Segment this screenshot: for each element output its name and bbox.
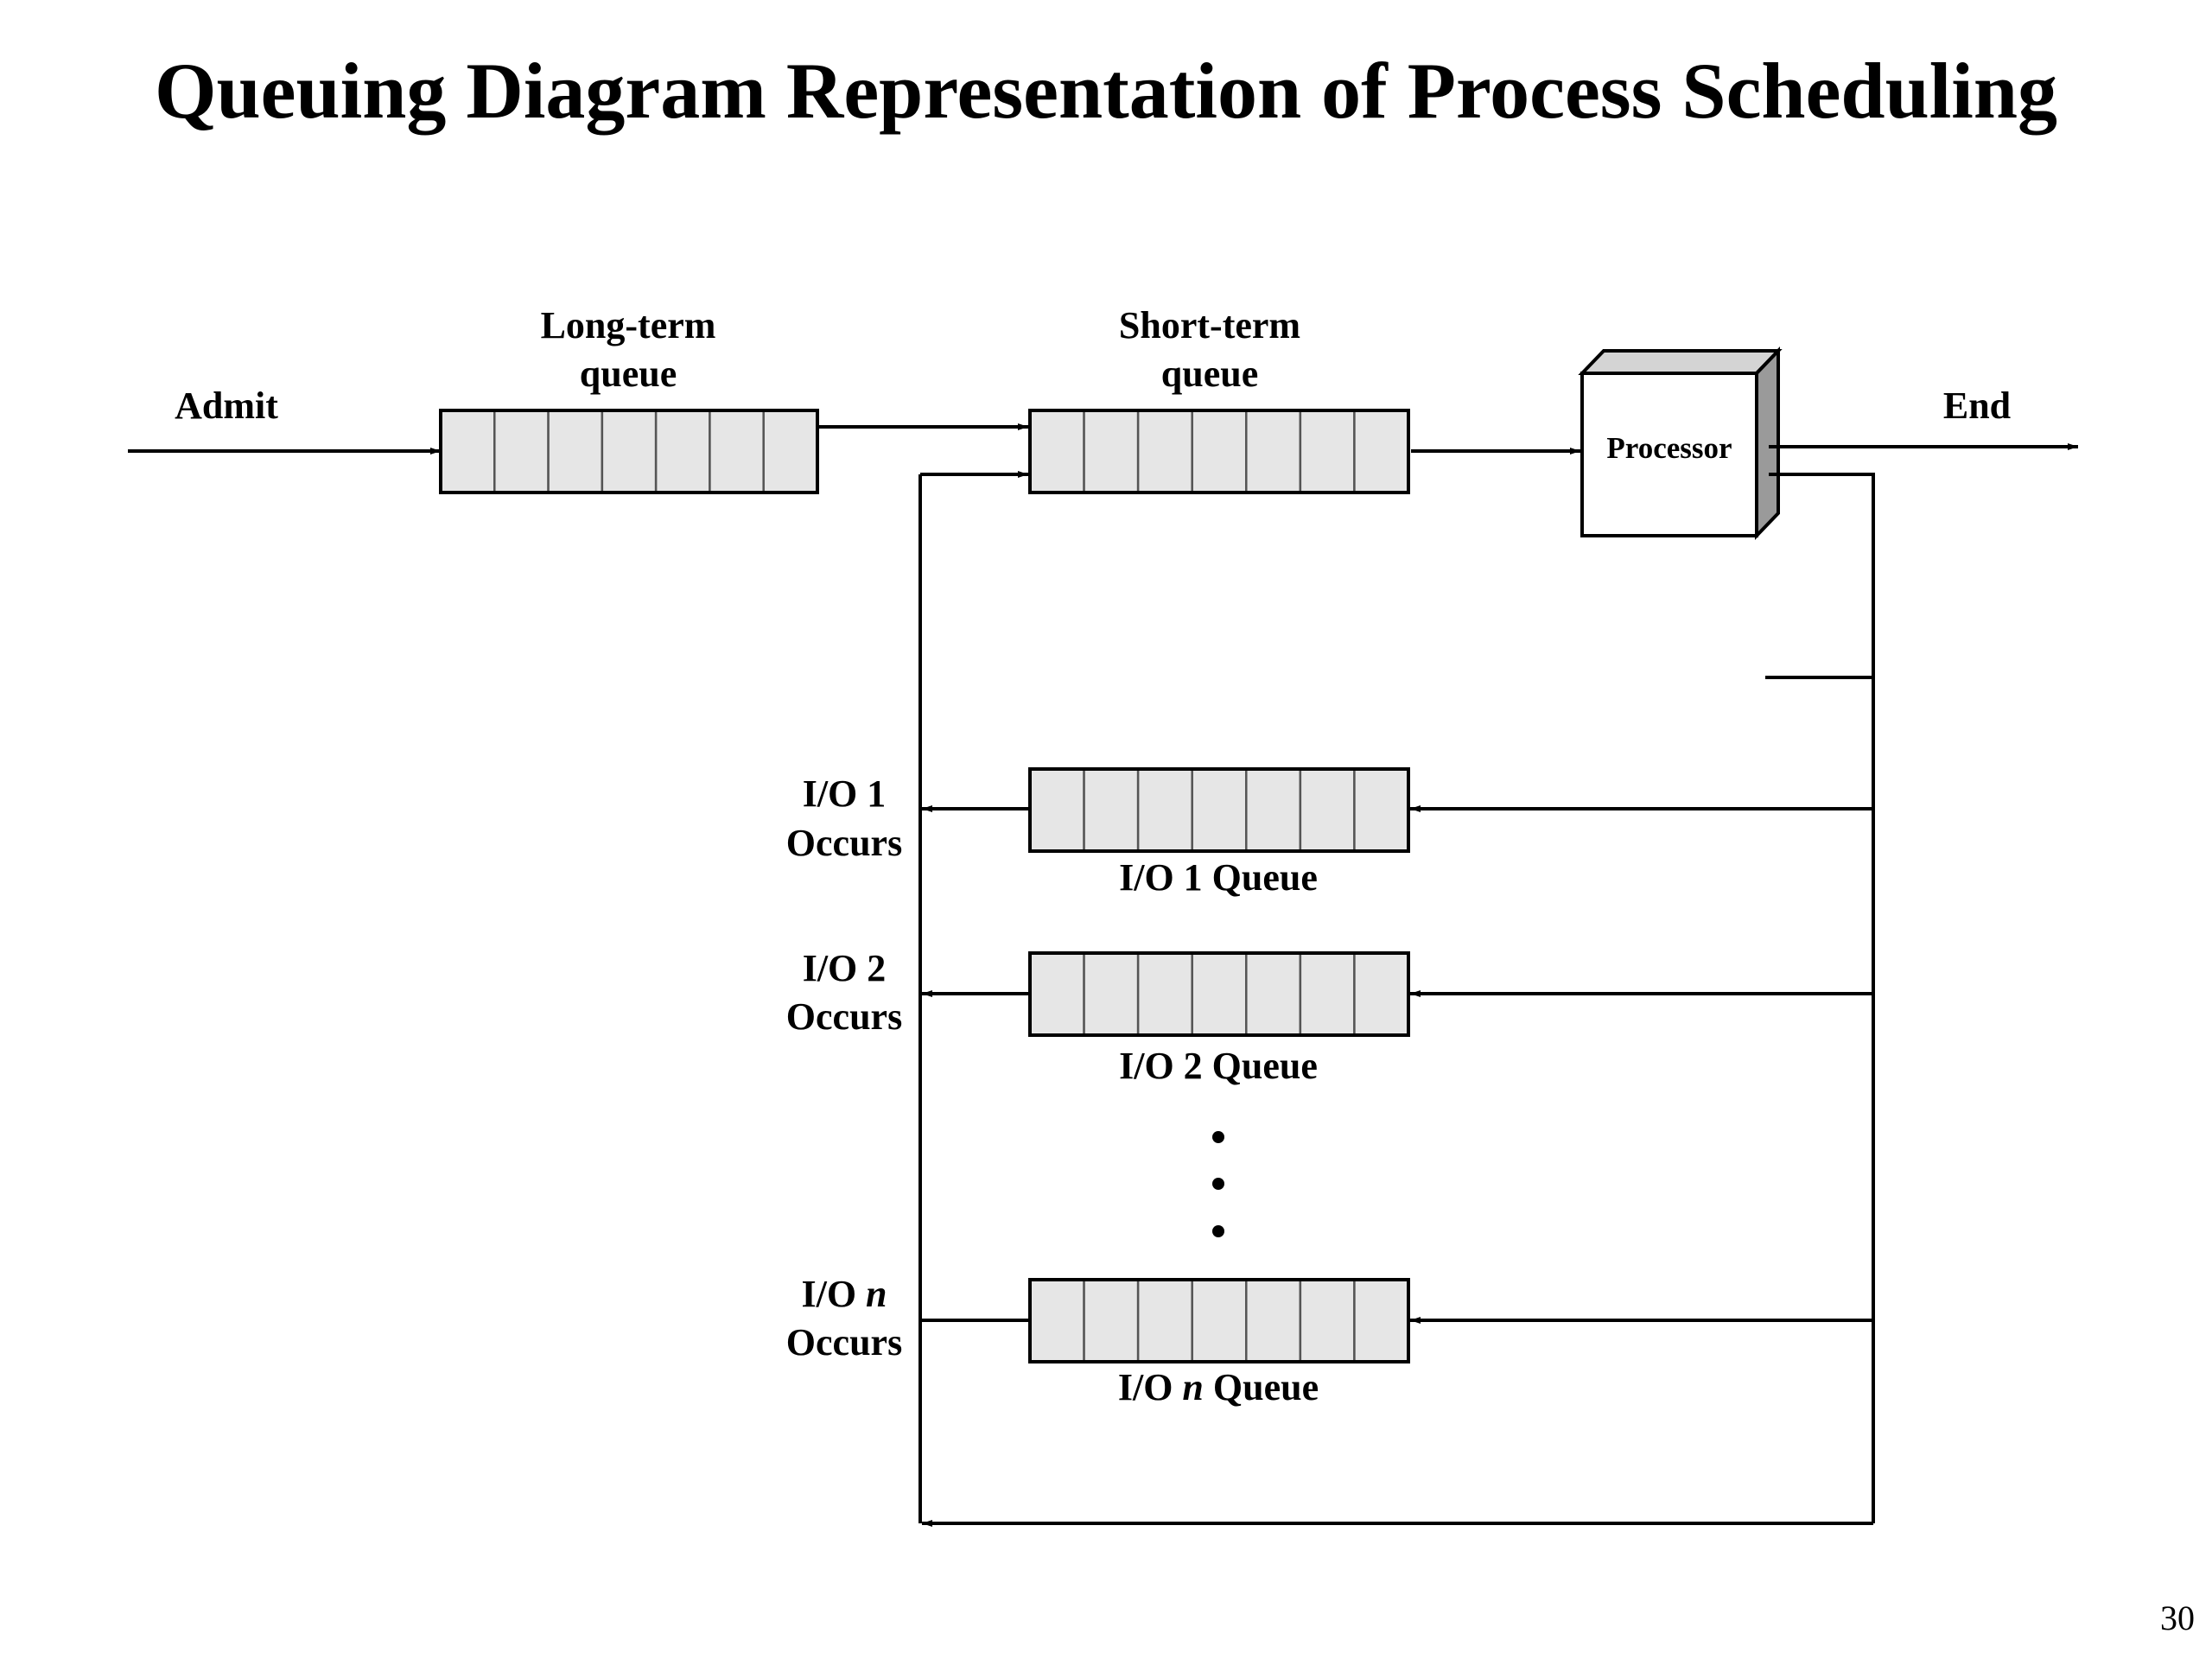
queue-cell	[1245, 767, 1302, 853]
slide-title: Queuing Diagram Representation of Proces…	[154, 47, 2058, 135]
queue-cell	[1028, 767, 1085, 853]
queue-border	[1028, 767, 1410, 853]
queue-cell	[654, 409, 711, 494]
short-term-queue-label-line1: Short-term	[1119, 304, 1300, 346]
queue-cell	[1028, 409, 1085, 494]
processor-return-line	[1769, 473, 1875, 1523]
queue-cell	[1136, 409, 1193, 494]
ion-queue-label: I/O n Queue	[1118, 1366, 1319, 1408]
queue-border	[1028, 409, 1410, 494]
io1-queue	[1028, 767, 1410, 853]
queue-cell	[1136, 951, 1193, 1037]
queue-cell	[1299, 767, 1356, 853]
io1-occurs-label-line1: I/O 1	[803, 772, 887, 815]
processor-box: Processor	[1578, 346, 1783, 540]
queue-cell	[1083, 767, 1140, 853]
long-term-queue-label-line2: queue	[580, 353, 677, 395]
queue-cell	[1136, 1278, 1193, 1363]
queue-cell	[1299, 409, 1356, 494]
queue-cell	[1028, 951, 1085, 1037]
ion-queue-var: n	[1182, 1366, 1203, 1408]
end-label: End	[1943, 385, 2011, 427]
io2-queue	[1028, 951, 1410, 1037]
queue-border	[1028, 1278, 1410, 1363]
ion-queue-suffix: Queue	[1204, 1366, 1319, 1408]
queue-cell	[1083, 409, 1140, 494]
queue-cell	[1028, 1278, 1085, 1363]
queue-cell	[439, 409, 496, 494]
ion-queue-prefix: I/O	[1118, 1366, 1183, 1408]
queue-border	[1028, 951, 1410, 1037]
io2-occurs-label-line2: Occurs	[786, 995, 902, 1038]
queue-cell	[1299, 951, 1356, 1037]
queue-cell	[1191, 1278, 1248, 1363]
queue-cell	[1245, 1278, 1302, 1363]
queue-cell	[1083, 1278, 1140, 1363]
long-term-queue-label-line1: Long-term	[541, 304, 716, 346]
queue-cell	[1299, 1278, 1356, 1363]
queue-cell	[709, 409, 765, 494]
queue-cell	[1353, 409, 1410, 494]
queue-cell	[1353, 767, 1410, 853]
ellipsis-dots	[1212, 1131, 1224, 1237]
processor-label: Processor	[1606, 431, 1732, 465]
ellipsis-dot	[1212, 1225, 1224, 1237]
queue-cell	[1136, 767, 1193, 853]
queue-cell	[547, 409, 604, 494]
queue-cell	[1191, 767, 1248, 853]
io2-queue-label: I/O 2 Queue	[1119, 1045, 1318, 1087]
flow-lines	[128, 423, 2078, 1527]
ion-occurs-label-line2: Occurs	[786, 1321, 902, 1363]
queue-cell	[1191, 409, 1248, 494]
ion-occurs-var: n	[866, 1273, 887, 1315]
queue-cell	[1083, 951, 1140, 1037]
queue-cell	[762, 409, 819, 494]
queue-cell	[1191, 951, 1248, 1037]
processor-top-face	[1578, 349, 1783, 375]
queue-cell	[1245, 409, 1302, 494]
queue-cell	[493, 409, 550, 494]
ion-occurs-label-line1: I/O n	[801, 1273, 887, 1315]
io1-queue-label: I/O 1 Queue	[1119, 856, 1318, 899]
ellipsis-dot	[1212, 1131, 1224, 1143]
queue-cell	[1353, 951, 1410, 1037]
short-term-queue	[1028, 409, 1410, 494]
processor-side-face	[1755, 346, 1780, 540]
io1-occurs-label-line2: Occurs	[786, 822, 902, 864]
io2-occurs-label-line1: I/O 2	[803, 947, 887, 989]
ion-queue	[1028, 1278, 1410, 1363]
admit-label: Admit	[175, 385, 278, 427]
long-term-queue	[439, 409, 819, 494]
short-term-queue-label-line2: queue	[1161, 353, 1258, 395]
ellipsis-dot	[1212, 1178, 1224, 1190]
processor-front-face	[1580, 372, 1758, 537]
queue-cell	[1353, 1278, 1410, 1363]
queue-cell	[1245, 951, 1302, 1037]
page-number: 30	[2160, 1599, 2195, 1637]
ion-occurs-prefix: I/O	[801, 1273, 866, 1315]
queue-cell	[601, 409, 658, 494]
